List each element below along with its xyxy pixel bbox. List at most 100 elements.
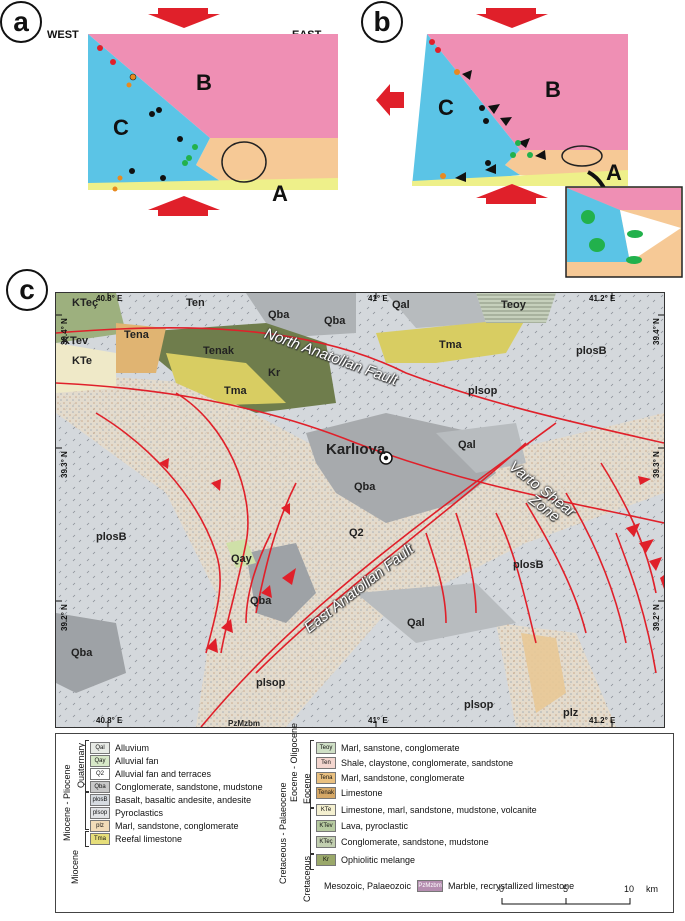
- panel-a-block-b: B: [196, 70, 212, 95]
- tick-bottom-1: 40.8° E: [96, 716, 123, 725]
- scale-10: 10: [624, 884, 635, 894]
- unit-label: Qay: [231, 553, 252, 565]
- tick-top-1: 40.8° E: [96, 294, 123, 303]
- unit-label: Qba: [324, 315, 346, 327]
- unit-label: Qba: [268, 309, 290, 321]
- unit-label: Tenak: [203, 345, 234, 357]
- unit-label: Kr: [268, 367, 281, 379]
- unit-label: plosB: [576, 345, 607, 357]
- legend-swatch: Kr: [316, 854, 336, 866]
- block-a-area: [196, 138, 338, 185]
- unit-label: KTev: [62, 335, 89, 347]
- arrow-west-b: [376, 84, 404, 116]
- panel-a-block-a: A: [272, 181, 288, 206]
- unit-label: Ten: [186, 297, 205, 309]
- unit-label: plosB: [96, 531, 127, 543]
- unit-label: KTeç: [72, 297, 99, 309]
- west-label: WEST: [47, 29, 79, 41]
- legend-swatch: plz: [90, 820, 110, 832]
- legend-swatch: Ten: [316, 757, 336, 769]
- panel-a-block-c: C: [113, 115, 129, 140]
- panel-b-block-c: C: [438, 95, 454, 120]
- tectonic-diagrams: [88, 8, 683, 278]
- tick-right-1: 39.4° N: [652, 318, 661, 345]
- panel-a-label: a: [0, 1, 42, 43]
- legend-swatch: Tenak: [316, 787, 336, 799]
- unit-label: Teoy: [501, 299, 526, 311]
- unit-label: Qal: [458, 439, 476, 451]
- tick-bottom-3: 41.2° E: [589, 716, 616, 725]
- tick-bottom-2: 41° E: [368, 716, 388, 725]
- scale-0: 0: [499, 884, 505, 894]
- legend-swatch: plosB: [90, 794, 110, 806]
- unit-label: Qba: [354, 481, 376, 493]
- unit-label: plsop: [256, 677, 286, 689]
- legend-group-mio-plio: Miocene - Pliocene: [62, 764, 72, 841]
- block-b-area: [88, 34, 338, 138]
- legend-swatch: Qal: [90, 742, 110, 754]
- panel-b-label: b: [361, 1, 403, 43]
- unit-label: Qba: [250, 595, 272, 607]
- unit-label: Qal: [407, 617, 425, 629]
- tick-left-3: 39.2° N: [60, 604, 69, 631]
- unit-label: PzMzbm: [228, 719, 260, 728]
- unit-label: Tena: [124, 329, 149, 341]
- tick-top-3: 41.2° E: [589, 294, 616, 303]
- legend-swatch: Qba: [90, 781, 110, 793]
- legend-swatch: plsop: [90, 807, 110, 819]
- legend-swatch: KTe: [316, 804, 336, 816]
- scale-bar: [501, 898, 631, 905]
- unit-label: Tma: [439, 339, 462, 351]
- unit-label: Q2: [349, 527, 364, 539]
- scale-unit: km: [646, 884, 658, 894]
- scale-5: 5: [563, 884, 569, 894]
- unit-label: KTe: [72, 355, 92, 367]
- circle-marker: [221, 141, 267, 183]
- unit-label: plsop: [464, 699, 494, 711]
- arrow-down-a: [148, 8, 220, 28]
- legend-swatch: Tma: [90, 833, 110, 845]
- legend-swatch: Qay: [90, 755, 110, 767]
- unit-label: Qba: [71, 647, 93, 659]
- tick-right-3: 39.2° N: [652, 604, 661, 631]
- panel-c-label: c: [6, 269, 48, 311]
- unit-label: Tma: [224, 385, 247, 397]
- tick-left-2: 39.3° N: [60, 451, 69, 478]
- legend-swatch: Teoy: [316, 742, 336, 754]
- panel-b-block-b: B: [545, 77, 561, 102]
- town-label: Karlıova: [326, 441, 386, 458]
- legend-swatch: KTeç: [316, 836, 336, 848]
- unit-label: plsop: [468, 385, 498, 397]
- legend-group-miocene: Miocene: [70, 849, 80, 884]
- arrow-up-a: [148, 196, 220, 216]
- unit-label: plz: [563, 707, 579, 719]
- legend-group-cret-pal: Cretaceous - Palaeocene: [278, 782, 288, 884]
- tick-right-2: 39.3° N: [652, 451, 661, 478]
- unit-label: Qal: [392, 299, 410, 311]
- panel-b-block-a: A: [606, 160, 622, 185]
- unit-label: plosB: [513, 559, 544, 571]
- tick-top-2: 41° E: [368, 294, 388, 303]
- legend-swatch: PzMzbm: [417, 880, 444, 892]
- block-a-strip: [88, 178, 338, 190]
- panel-a-diagram: [88, 8, 338, 216]
- legend-swatch: KTev: [316, 820, 336, 832]
- panel-b-diagram: [376, 8, 683, 278]
- legend-group-eo-oligo: Eocene - Oligocene: [289, 722, 299, 802]
